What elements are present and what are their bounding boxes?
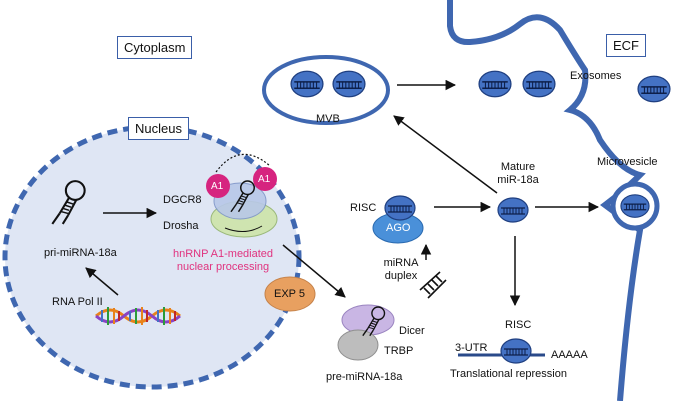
mature-line1: Mature <box>500 161 536 173</box>
dna-helix <box>95 307 181 325</box>
ecf-label: ECF <box>606 34 646 57</box>
mirna-duplex <box>419 271 447 299</box>
hnrnp-line1: hnRNP A1-mediated <box>172 248 274 260</box>
mirna-duplex-line1: miRNA <box>383 257 419 269</box>
arrow-nucleus-to-pre <box>282 244 346 298</box>
trbp <box>337 329 379 361</box>
dicer <box>341 304 395 336</box>
mirna-duplex-line2: duplex <box>384 270 418 282</box>
hnrnp-label: hnRNP A1-mediated nuclear processing <box>173 248 273 274</box>
risc-bottom-label: RISC <box>505 319 532 331</box>
hnrnp-line2: nuclear processing <box>176 261 270 273</box>
arrow-polII-up <box>85 267 119 296</box>
mirna-duplex-label: miRNA duplex <box>384 257 419 283</box>
microvesicle-label: Microvesicle <box>597 156 658 168</box>
drosha-label: Drosha <box>163 220 199 232</box>
trbp-label: TRBP <box>384 345 414 357</box>
cytoplasm-label: Cytoplasm <box>117 36 193 59</box>
polya-label: AAAAA <box>551 349 588 361</box>
dgcr8-label: DGCR8 <box>163 194 202 206</box>
dicer-label: Dicer <box>399 325 425 337</box>
a1-left-label: A1 <box>211 181 224 192</box>
rna-pol-label: RNA Pol II <box>52 296 103 308</box>
exp5-label: EXP 5 <box>274 288 305 300</box>
pri-mirna-label: pri-miRNA-18a <box>44 247 117 259</box>
nucleus-label: Nucleus <box>128 117 189 140</box>
risc-top-label: RISC <box>350 202 377 214</box>
exosomes-label: Exosomes <box>570 70 622 82</box>
utr-label: 3-UTR <box>455 342 488 354</box>
mvb-label: MVB <box>316 113 340 125</box>
ago-label: AGO <box>386 222 411 234</box>
mature-line2: miR-18a <box>497 174 539 186</box>
translational-repression-label: Translational repression <box>450 368 567 380</box>
arrow-mature-to-mvb <box>393 115 498 194</box>
a1-right-label: A1 <box>258 174 271 185</box>
exp5-protein <box>264 276 316 312</box>
mature-label: Mature miR-18a <box>497 161 539 187</box>
pre-mirna-label: pre-miRNA-18a <box>326 371 403 383</box>
